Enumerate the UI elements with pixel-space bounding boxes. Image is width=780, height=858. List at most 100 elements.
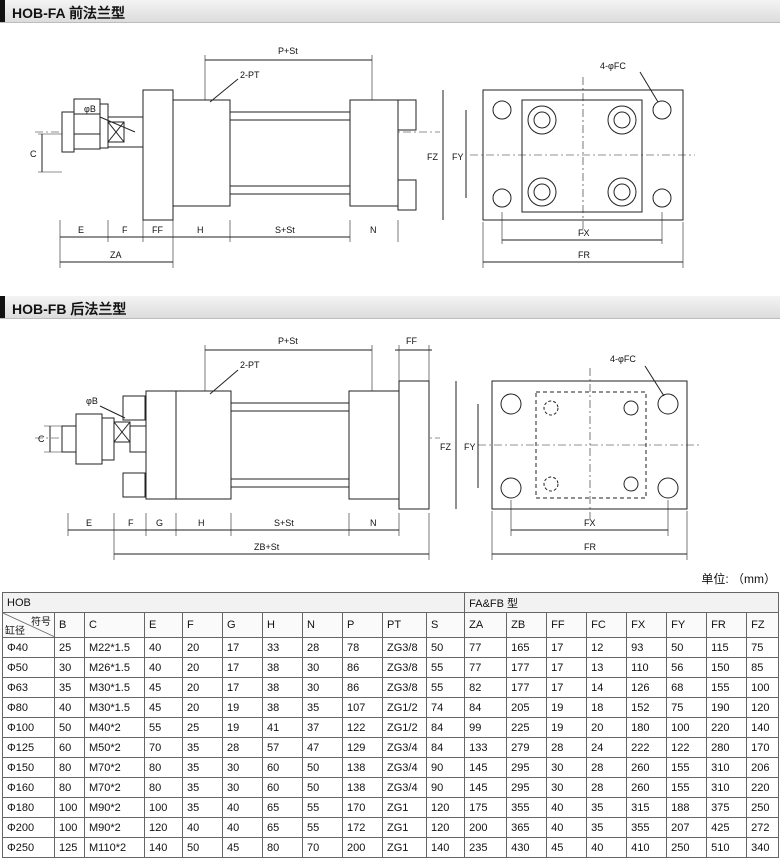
table-cell: 340: [746, 837, 780, 858]
table-cell: M70*2: [84, 757, 145, 778]
table-cell: 56: [666, 657, 708, 678]
table-cell: 188: [666, 797, 708, 818]
bore-cell: Φ160: [2, 777, 55, 798]
label-fb-pt: 2-PT: [240, 360, 260, 370]
label-fb-c: C: [38, 434, 45, 444]
col-header: C: [84, 612, 145, 638]
label-fb-sst: S+St: [274, 518, 294, 528]
table-cell: 38: [262, 657, 303, 678]
bore-cell: Φ40: [2, 637, 55, 658]
table-cell: 40: [54, 697, 85, 718]
table-cell: ZG3/4: [382, 737, 427, 758]
table-cell: 35: [302, 697, 343, 718]
label-fb-n: N: [370, 518, 377, 528]
section-header-fb: HOB-FB 后法兰型: [0, 296, 780, 319]
bore-cell: Φ200: [2, 817, 55, 838]
table-cell: 19: [222, 717, 263, 738]
group-hob: HOB: [1, 592, 466, 613]
table-cell: 20: [586, 717, 628, 738]
table-cell: 100: [746, 677, 780, 698]
table-cell: 60: [54, 737, 85, 758]
table-cell: ZG1: [382, 797, 427, 818]
label-fb-phib: φB: [86, 396, 98, 406]
table-cell: 138: [342, 757, 383, 778]
table-cell: 77: [464, 657, 508, 678]
table-cell: 365: [506, 817, 548, 838]
table-cell: 37: [302, 717, 343, 738]
table-cell: 77: [464, 637, 508, 658]
table-cell: 24: [586, 737, 628, 758]
table-cell: 120: [425, 817, 466, 838]
table-cell: ZG3/4: [382, 757, 427, 778]
table-cell: 220: [706, 717, 748, 738]
table-cell: 279: [506, 737, 548, 758]
label-fa-fr: FR: [578, 250, 590, 260]
table-cell: 110: [626, 657, 668, 678]
table-cell: 28: [302, 637, 343, 658]
diag-bottom-label: 缸径: [5, 626, 25, 637]
table-cell: 120: [425, 797, 466, 818]
table-cell: 165: [506, 637, 548, 658]
table-cell: 155: [666, 757, 708, 778]
label-fb-f: F: [128, 518, 134, 528]
table-cell: 65: [262, 797, 303, 818]
table-cell: 126: [626, 677, 668, 698]
table-cell: 86: [342, 657, 383, 678]
table-cell: M70*2: [84, 777, 145, 798]
table-cell: 140: [144, 837, 183, 858]
table-cell: 122: [666, 737, 708, 758]
table-cell: 180: [626, 717, 668, 738]
table-cell: M50*2: [84, 737, 145, 758]
table-cell: M110*2: [84, 837, 145, 858]
table-cell: 40: [222, 817, 263, 838]
table-cell: 125: [54, 837, 85, 858]
table-cell: 82: [464, 677, 508, 698]
table-cell: 80: [54, 777, 85, 798]
table-cell: 65: [262, 817, 303, 838]
table-cell: 28: [546, 737, 588, 758]
bore-cell: Φ250: [2, 837, 55, 858]
table-cell: 35: [182, 777, 223, 798]
table-cell: 80: [144, 777, 183, 798]
table-cell: 140: [746, 717, 780, 738]
table-cell: 375: [706, 797, 748, 818]
table-cell: 17: [222, 657, 263, 678]
table-cell: ZG3/8: [382, 637, 427, 658]
diag-line: [3, 613, 54, 637]
table-cell: 55: [144, 717, 183, 738]
col-header: FZ: [746, 612, 780, 638]
table-cell: 80: [144, 757, 183, 778]
table-cell: M30*1.5: [84, 677, 145, 698]
col-header: N: [302, 612, 343, 638]
table-cell: 35: [182, 797, 223, 818]
label-fa-c: C: [30, 149, 37, 159]
table-cell: M90*2: [84, 817, 145, 838]
table-cell: 140: [425, 837, 466, 858]
table-cell: 40: [182, 817, 223, 838]
table-header-row: 符号 缸径 B C E F G H N P PT S ZA ZB FF FC F…: [2, 612, 780, 638]
table-cell: 200: [342, 837, 383, 858]
table-cell: 150: [706, 657, 748, 678]
table-cell: 68: [666, 677, 708, 698]
table-cell: ZG3/8: [382, 657, 427, 678]
col-header: FR: [706, 612, 748, 638]
table-cell: 190: [706, 697, 748, 718]
table-cell: 138: [342, 777, 383, 798]
table-cell: 155: [666, 777, 708, 798]
bore-cell: Φ100: [2, 717, 55, 738]
label-fa-f: F: [122, 225, 128, 235]
label-fa-za: ZA: [110, 250, 122, 260]
drawing-fb-svg: P+St FF 2-PT φB C E F G H S+St N ZB+St 4…: [35, 336, 700, 560]
table-cell: 28: [586, 777, 628, 798]
label-fb-g: G: [156, 518, 163, 528]
label-fa-e: E: [78, 225, 84, 235]
table-cell: 205: [506, 697, 548, 718]
table-cell: 60: [262, 757, 303, 778]
table-cell: 19: [546, 697, 588, 718]
table-cell: 310: [706, 757, 748, 778]
table-cell: 17: [222, 637, 263, 658]
